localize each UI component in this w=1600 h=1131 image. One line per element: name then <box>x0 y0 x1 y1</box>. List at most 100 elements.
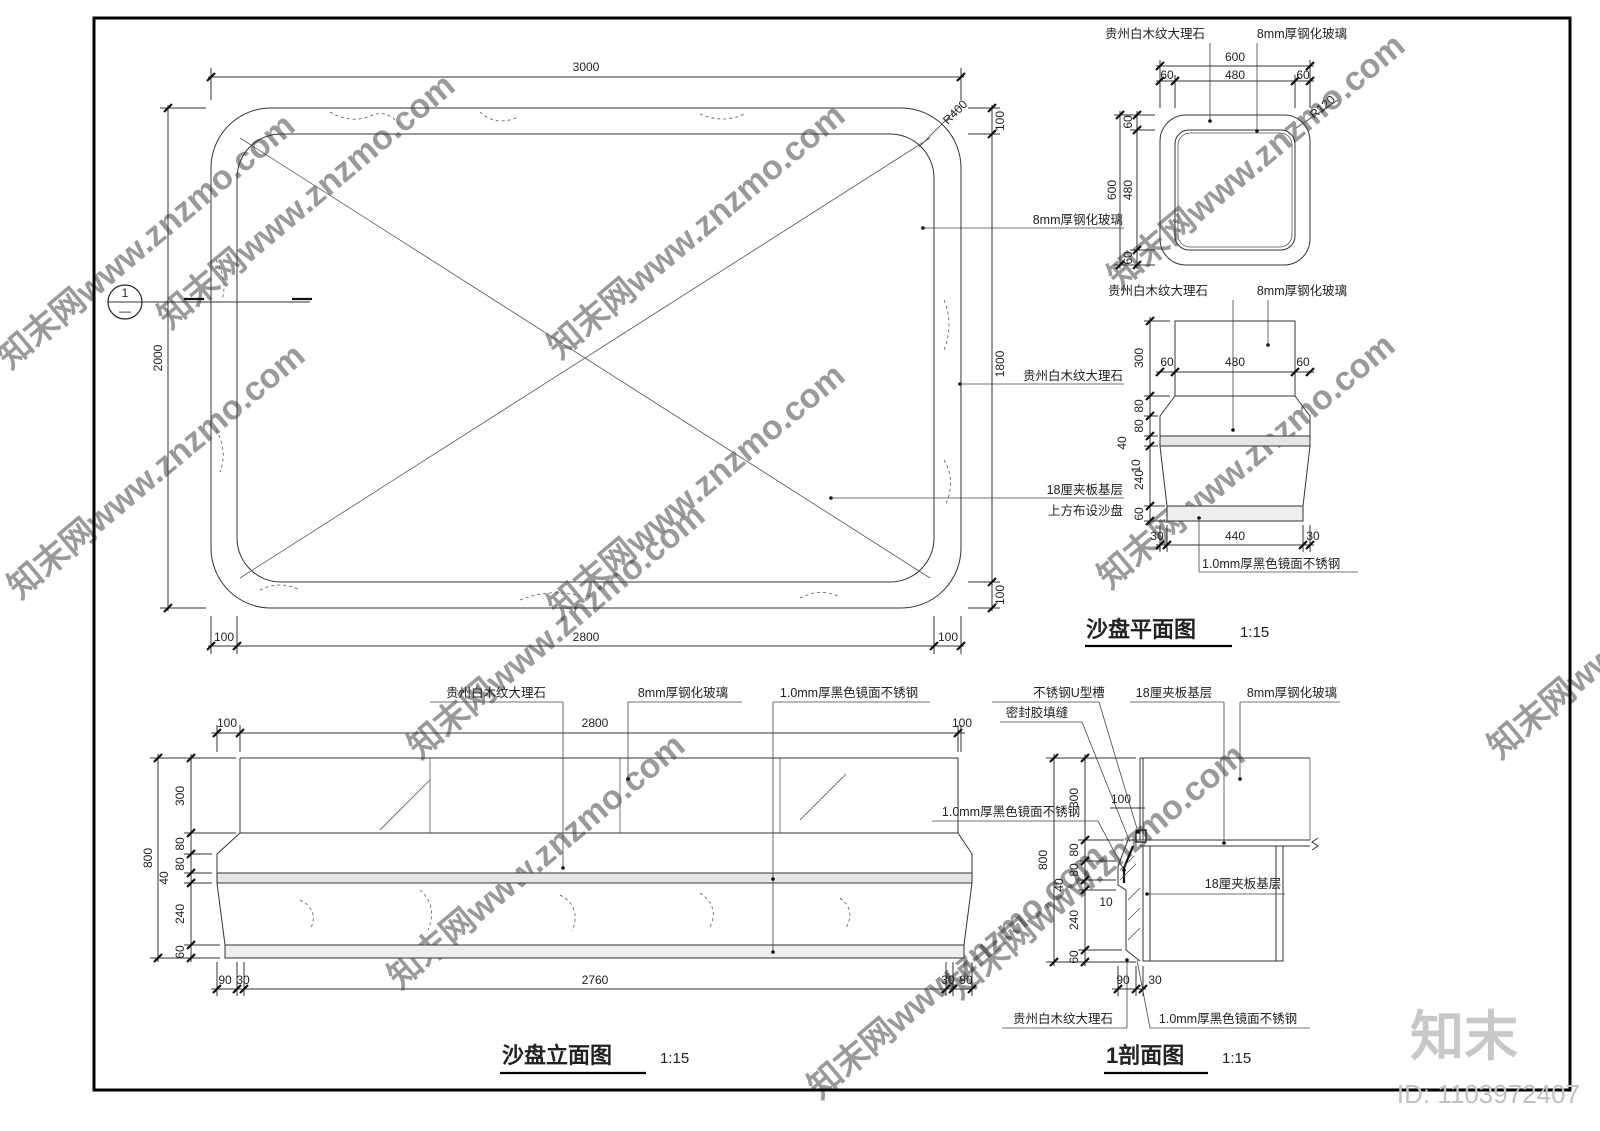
dim-tick <box>1305 61 1315 71</box>
dim-tick <box>186 868 196 878</box>
dim-tick <box>1080 945 1090 955</box>
dim-tick <box>1113 984 1123 994</box>
elev-dim-h-60: 60 <box>173 945 187 959</box>
sec-label-plywood-mid: 18厘夹板基层 <box>1205 877 1281 891</box>
dim-tick <box>1131 984 1141 994</box>
detail-elev-b-left: 30 <box>1150 529 1164 543</box>
dim-tick <box>1145 516 1155 526</box>
dim-tick <box>1132 125 1142 135</box>
detail-elev-w-right: 60 <box>1296 355 1310 369</box>
dim-tick <box>1155 61 1165 71</box>
detail-elev-h-240: 240 <box>1132 470 1146 490</box>
watermark-text: 知末网www.znzmo.com <box>1481 496 1600 766</box>
detail-elev-h-10: 10 <box>1129 459 1143 473</box>
dim-tick <box>206 641 216 651</box>
dim-tick <box>1049 753 1059 763</box>
dim-tick <box>206 72 216 82</box>
sec-dim-h-40: 40 <box>1052 878 1066 892</box>
dim-tick <box>163 103 173 113</box>
sec-label-sealant: 密封胶填缝 <box>1006 705 1069 720</box>
watermark-text: 知末网www.znzmo.com <box>401 496 712 766</box>
leader-dot <box>561 866 565 870</box>
detail-dim-left-mid: 480 <box>1121 180 1135 200</box>
dim-tick <box>1145 431 1155 441</box>
plan-scale: 1:15 <box>1240 624 1269 641</box>
dim-tick <box>1170 367 1180 377</box>
sec-fill-hatch <box>1119 855 1141 941</box>
detail-dim-left-total: 600 <box>1105 180 1119 200</box>
leader-line <box>1097 820 1125 871</box>
section-marker-number: 1 <box>122 286 129 300</box>
detail-elevation-view: 贵州白木纹大理石 8mm厚钢化玻璃 60 480 60 300 80 80 40… <box>1108 283 1358 573</box>
leader-dot <box>1255 129 1259 133</box>
dim-tick <box>1155 76 1165 86</box>
watermark-text: 知末网www.znzmo.com <box>1 336 312 606</box>
dim-tick <box>967 984 977 994</box>
leader-dot <box>1136 830 1140 834</box>
detail-elev-b-right: 30 <box>1306 529 1320 543</box>
dim-tick <box>1080 875 1090 885</box>
dim-tick <box>1145 501 1155 511</box>
elev-dim-h-40: 40 <box>157 871 171 885</box>
leader-dot <box>771 950 775 954</box>
dim-tick <box>1305 540 1315 550</box>
sec-dim-b-30: 30 <box>1148 973 1162 987</box>
sec-dim-h-80b: 80 <box>1067 863 1081 877</box>
dim-tick <box>1132 245 1142 255</box>
leader-dot <box>1238 777 1242 781</box>
detail-elev-label-glass: 8mm厚钢化玻璃 <box>1257 284 1347 298</box>
elev-dim-h-300: 300 <box>173 786 187 806</box>
plan-outer-outline <box>210 107 962 609</box>
dim-tick <box>212 984 222 994</box>
sec-label-u-channel: 不锈钢U型槽 <box>1033 685 1105 700</box>
dim-tick <box>1305 367 1315 377</box>
label-marble: 贵州白木纹大理石 <box>1023 368 1123 383</box>
label-plywood: 18厘夹板基层 <box>1047 483 1123 497</box>
sec-dim-h-240: 240 <box>1067 910 1081 930</box>
section-view: 不锈钢U型槽 密封胶填缝 18厘夹板基层 8mm厚钢化玻璃 1.0mm厚黑色镜面… <box>932 685 1340 1075</box>
plan-inner-outline <box>236 133 935 583</box>
dim-tick <box>1298 540 1308 550</box>
plan-view: 3000 2000 100 1800 100 100 2800 100 <box>107 60 1269 654</box>
dim-tick <box>948 984 958 994</box>
section-marker-sub: — <box>119 304 131 318</box>
watermark-text: 知末网www.znzmo.com <box>1101 26 1412 296</box>
detail-elev-h-300: 300 <box>1132 348 1146 368</box>
sec-u-channel <box>1135 829 1147 843</box>
dim-tick <box>987 129 997 139</box>
dim-tick <box>212 728 222 738</box>
dim-tick <box>987 577 997 587</box>
dim-tick <box>941 984 951 994</box>
detail-plan-view: 贵州白木纹大理石 8mm厚钢化玻璃 600 60 480 60 R120 <box>1105 26 1347 270</box>
leader-dot <box>1231 428 1235 432</box>
elev-base <box>224 944 965 959</box>
sec-label-marble-bottom: 贵州白木纹大理石 <box>1013 1011 1113 1026</box>
elevation-scale: 1:15 <box>660 1050 689 1067</box>
elev-label-steel: 1.0mm厚黑色镜面不锈钢 <box>780 685 918 700</box>
watermark-logo: 知末 <box>1410 1007 1518 1067</box>
sec-dim-total-h: 800 <box>1036 850 1050 870</box>
section-scale: 1:15 <box>1222 1050 1251 1067</box>
dim-overall-width: 3000 <box>573 60 600 74</box>
sec-label-plywood-top: 18厘夹板基层 <box>1136 686 1212 700</box>
radius-leader <box>1295 99 1339 129</box>
detail-elev-label-marble: 贵州白木纹大理石 <box>1108 283 1208 298</box>
leader-dot <box>1122 868 1126 872</box>
elev-dim-top-right: 100 <box>952 716 972 730</box>
dim-tick <box>186 878 196 888</box>
sec-marble-profile <box>1117 839 1141 962</box>
dim-tick <box>1155 540 1165 550</box>
sec-break-symbol <box>1311 837 1319 851</box>
dim-bottom-right: 100 <box>938 630 958 644</box>
sec-steel-profile <box>1122 845 1135 883</box>
dim-tick <box>1080 753 1090 763</box>
elev-label-glass: 8mm厚钢化玻璃 <box>638 686 728 700</box>
leader-dot <box>771 877 775 881</box>
detail-elev-h-80a: 80 <box>1132 399 1146 413</box>
dim-tick <box>163 603 173 613</box>
detail-dim-top-mid: 480 <box>1225 68 1245 82</box>
sec-dim-h-300: 300 <box>1067 788 1081 808</box>
leader-dot <box>626 777 630 781</box>
elev-dim-b-90b: 90 <box>959 973 973 987</box>
dim-tick <box>1080 835 1090 845</box>
